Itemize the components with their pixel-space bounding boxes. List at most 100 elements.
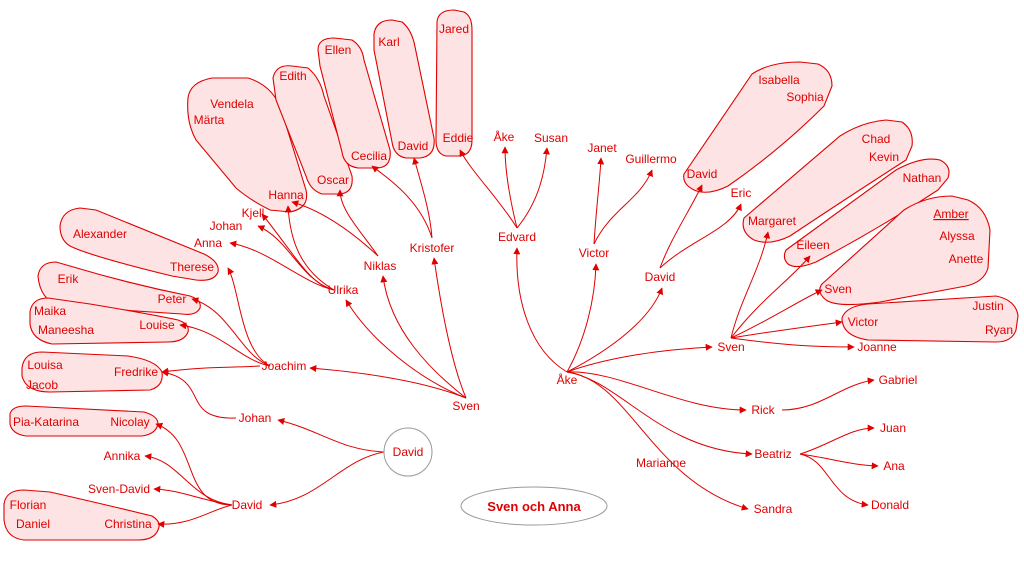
node-sven_l: Sven	[452, 399, 479, 413]
node-david_2: David	[232, 498, 263, 512]
node-guillermo: Guillermo	[625, 152, 677, 166]
decorations: Sven och Anna	[383, 427, 608, 526]
node-alexander: Alexander	[73, 227, 127, 241]
edge-joachim-to-fredrike	[161, 365, 261, 375]
node-erik: Erik	[58, 272, 80, 286]
node-edith: Edith	[279, 69, 306, 83]
node-christina: Christina	[104, 517, 152, 531]
edge-ake-to-rick	[566, 371, 747, 414]
node-oscar: Oscar	[317, 173, 349, 187]
david-circle	[383, 427, 433, 477]
node-nathan: Nathan	[903, 171, 942, 185]
group-highlight-christina-florian-daniel	[3, 489, 160, 541]
node-amber: Amber	[933, 207, 968, 221]
edge-sven_l-to-joachim	[309, 365, 467, 399]
edge-edvard-to-eddie	[459, 149, 518, 229]
node-isabella: Isabella	[758, 73, 800, 87]
node-fredrike: Fredrike	[114, 365, 158, 379]
node-ryan: Ryan	[985, 323, 1013, 337]
node-beatriz: Beatriz	[754, 447, 791, 461]
edge-joachim-to-peter	[191, 297, 271, 367]
node-svendavid: Sven-David	[88, 482, 150, 496]
node-ulrika: Ulrika	[328, 283, 359, 297]
node-cecilia: Cecilia	[351, 149, 387, 163]
edge-kristofer-to-david_k	[412, 157, 433, 239]
node-marta: Märta	[194, 113, 225, 127]
edge-ulrika-to-johan1	[257, 225, 335, 291]
group-highlight-oscar-edith	[272, 65, 353, 195]
node-louise: Louise	[139, 318, 175, 332]
node-justin: Justin	[972, 299, 1003, 313]
edge-sven_l-to-ulrika	[345, 299, 467, 399]
edge-ake-to-victor_m	[566, 263, 600, 373]
edge-joachim-to-therese	[227, 267, 271, 367]
node-kjell: Kjell	[242, 206, 265, 220]
group-highlight-eileen-nathan	[783, 158, 950, 268]
node-eddie: Eddie	[443, 131, 474, 145]
node-florian: Florian	[10, 498, 47, 512]
node-rick: Rick	[751, 403, 775, 417]
node-sven_r: Sven	[717, 340, 744, 354]
node-sophia: Sophia	[786, 90, 824, 104]
node-daniel: Daniel	[16, 517, 50, 531]
edge-ake-to-sandra	[566, 371, 749, 511]
edge-victor_m-to-janet	[593, 157, 605, 245]
node-annika: Annika	[104, 449, 141, 463]
node-ake2: Åke	[494, 129, 515, 144]
node-victor_r: Victor	[848, 315, 878, 329]
node-anna: Anna	[194, 236, 222, 250]
edge-niklas-to-oscar	[336, 189, 379, 257]
node-maika: Maika	[34, 304, 66, 318]
edge-rick-to-gabriel	[781, 377, 875, 411]
node-marianne: Marianne	[636, 456, 686, 470]
edge-sven_l-to-niklas	[380, 275, 467, 399]
edge-beatriz-to-juan	[799, 424, 875, 455]
node-gabriel: Gabriel	[879, 373, 918, 387]
edge-kristofer-to-cecilia	[371, 165, 433, 239]
node-eileen: Eileen	[796, 238, 829, 252]
edge-ake-to-beatriz	[566, 371, 753, 458]
group-highlight-cecilia-ellen	[317, 37, 391, 169]
group-highlight-sven_r2-amber-alyssa-anette	[819, 195, 991, 306]
edge-edvard-to-ake2	[501, 146, 518, 229]
node-therese: Therese	[170, 260, 214, 274]
edge-david_2-to-svendavid	[153, 485, 233, 506]
node-kevin: Kevin	[869, 150, 899, 164]
node-maneesha: Maneesha	[38, 323, 94, 337]
node-nicolay: Nicolay	[110, 415, 149, 429]
edge-beatriz-to-ana	[799, 453, 879, 470]
edge-sven_r-to-eileen	[730, 255, 811, 339]
node-donald: Donald	[871, 498, 909, 512]
edges	[144, 146, 879, 528]
node-johan1: Johan	[210, 219, 243, 233]
node-juan: Juan	[880, 421, 906, 435]
node-vendela: Vendela	[210, 97, 254, 111]
group-highlight-therese-alexander	[59, 207, 219, 281]
group-highlight-eddie-jared	[435, 9, 473, 157]
group-highlight-victor_r-justin-ryan	[841, 295, 1019, 343]
edge-edvard-to-susan	[516, 147, 550, 229]
group-highlight-david_k-karl	[373, 19, 435, 159]
edge-sven_r-to-sven_r2	[730, 289, 823, 339]
node-joachim: Joachim	[262, 359, 307, 373]
edge-david_c-to-david_2	[269, 451, 385, 508]
node-jared: Jared	[439, 22, 469, 36]
group-highlights	[3, 9, 1019, 541]
node-janet: Janet	[587, 141, 617, 155]
node-david_r: David	[645, 270, 676, 284]
node-alyssa: Alyssa	[939, 229, 975, 243]
diagram-title: Sven och Anna	[487, 499, 581, 514]
edge-beatriz-to-donald	[799, 453, 869, 508]
edge-johan2-to-fredrike	[161, 369, 237, 419]
edge-sven_r-to-joanne	[730, 337, 855, 351]
edge-niklas-to-hanna	[291, 200, 379, 257]
node-ake: Åke	[557, 372, 578, 387]
edge-ake-to-sven_r	[566, 343, 713, 373]
node-edvard: Edvard	[498, 230, 536, 244]
node-ellen: Ellen	[325, 43, 352, 57]
node-kristofer: Kristofer	[410, 241, 455, 255]
group-highlight-hanna-vendela-marta	[187, 77, 308, 213]
node-anette: Anette	[949, 252, 984, 266]
edge-ake-to-edvard	[513, 247, 568, 373]
